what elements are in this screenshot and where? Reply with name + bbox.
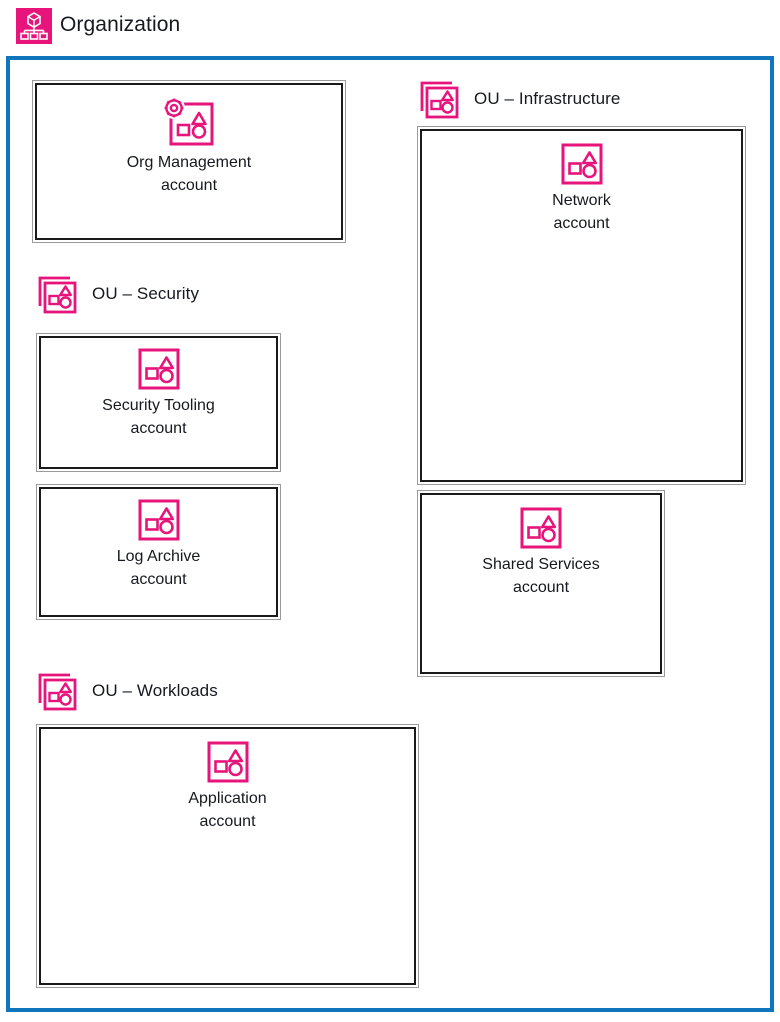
account-icon bbox=[561, 143, 603, 185]
page-title: Organization bbox=[60, 13, 181, 36]
account-caption: Log Archive account bbox=[117, 546, 201, 591]
account-box-log-archive[interactable]: Log Archive account bbox=[36, 484, 281, 620]
account-box-security-tooling[interactable]: Security Tooling account bbox=[36, 333, 281, 472]
account-box-network[interactable]: Network account bbox=[417, 126, 746, 485]
account-name: Application bbox=[188, 790, 267, 807]
account-icon bbox=[520, 507, 562, 549]
account-caption: Security Tooling account bbox=[102, 395, 215, 440]
account-name: Shared Services bbox=[482, 556, 600, 573]
account-box-application[interactable]: Application account bbox=[36, 724, 419, 988]
diagram-header: Organization bbox=[0, 0, 780, 56]
ou-label-security[interactable]: OU – Security bbox=[36, 274, 199, 314]
ou-label-infrastructure[interactable]: OU – Infrastructure bbox=[418, 79, 620, 119]
ou-icon bbox=[36, 274, 80, 314]
account-type: account bbox=[512, 578, 570, 596]
ou-name: OU – Security bbox=[92, 284, 200, 303]
ou-icon bbox=[36, 671, 80, 711]
account-box-org-management[interactable]: Org Management account bbox=[32, 80, 346, 243]
ou-label-workloads[interactable]: OU – Workloads bbox=[36, 671, 218, 711]
organization-tree-icon bbox=[16, 8, 52, 44]
account-name: Network bbox=[552, 192, 611, 209]
ou-icon bbox=[418, 79, 462, 119]
account-name: Security Tooling bbox=[102, 397, 215, 414]
account-icon bbox=[138, 499, 180, 541]
account-icon bbox=[138, 348, 180, 390]
account-type: account bbox=[199, 812, 256, 830]
account-caption: Shared Services account bbox=[482, 554, 599, 599]
management-account-icon bbox=[162, 97, 216, 147]
ou-name: OU – Workloads bbox=[92, 681, 218, 700]
account-name: Org Management bbox=[126, 154, 252, 171]
account-type: account bbox=[130, 419, 187, 437]
account-caption: Org Management account bbox=[127, 152, 252, 197]
account-type: account bbox=[160, 176, 218, 194]
ou-name: OU – Infrastructure bbox=[474, 89, 621, 108]
account-caption: Network account bbox=[552, 190, 611, 235]
account-type: account bbox=[553, 214, 610, 232]
account-box-shared-services[interactable]: Shared Services account bbox=[417, 490, 665, 677]
account-icon bbox=[207, 741, 249, 783]
account-caption: Application account bbox=[188, 788, 266, 833]
account-name: Log Archive bbox=[116, 548, 201, 565]
account-type: account bbox=[130, 570, 187, 588]
